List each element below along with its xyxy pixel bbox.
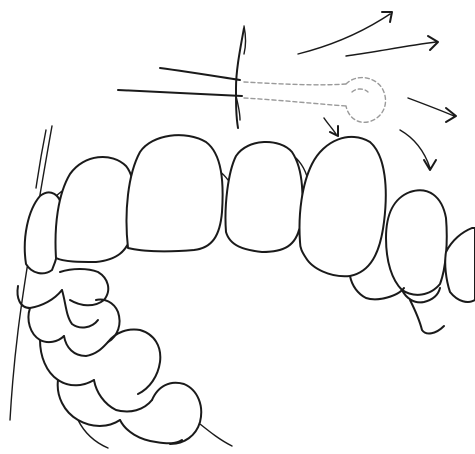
upper-right-central-incisor [225,142,302,252]
upper-right-canine [386,190,447,295]
upper-left-central-incisor [127,135,223,251]
upper-teeth [25,135,475,302]
upper-right-lateral-incisor [300,137,386,276]
upper-right-premolar [445,228,475,302]
lower-teeth [18,269,445,448]
upper-left-lateral-incisor [56,157,135,262]
motion-arrow-icon [298,12,456,170]
toothbrush-icon [118,26,386,128]
